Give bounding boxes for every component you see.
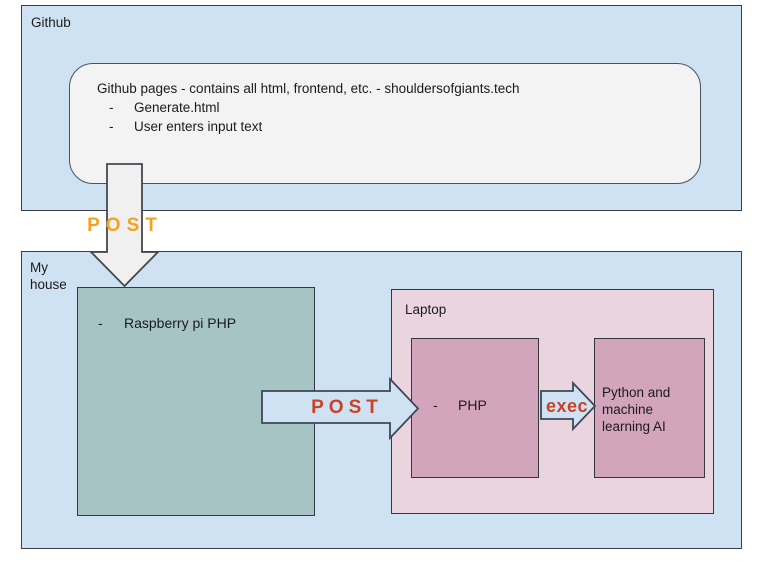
php-label: PHP <box>458 397 487 413</box>
github-label: Github <box>31 15 71 30</box>
raspberry-pi-box: - Raspberry pi PHP <box>77 287 315 516</box>
bullet-dash: - <box>109 119 114 134</box>
bullet-text: Generate.html <box>134 100 220 115</box>
my-house-label: My house <box>30 260 67 292</box>
list-item: - User enters input text <box>109 117 262 136</box>
github-container-box: Github Github pages - contains all html,… <box>21 5 742 211</box>
php-line: - PHP <box>433 397 487 413</box>
bullet-dash: - <box>433 397 438 413</box>
github-pages-title: Github pages - contains all html, fronte… <box>97 81 520 96</box>
bullet-text: User enters input text <box>134 119 263 134</box>
bullet-dash: - <box>98 315 103 331</box>
exec-arrow-label: exec <box>545 396 589 416</box>
python-ai-label: Python and machine learning AI <box>602 385 671 434</box>
python-ai-box: Python and machine learning AI <box>594 338 705 478</box>
raspberry-pi-label: Raspberry pi PHP <box>124 315 237 331</box>
post-right-arrow-label: POST <box>311 397 383 418</box>
laptop-label: Laptop <box>405 302 447 317</box>
github-pages-box: Github pages - contains all html, fronte… <box>69 63 701 184</box>
bullet-dash: - <box>109 100 114 115</box>
raspberry-pi-line: - Raspberry pi PHP <box>98 315 236 331</box>
list-item: - Generate.html <box>109 98 262 117</box>
post-down-arrow-label: POST <box>87 215 163 236</box>
php-box: - PHP <box>411 338 539 478</box>
github-pages-bullet-list: - Generate.html - User enters input text <box>109 98 262 136</box>
